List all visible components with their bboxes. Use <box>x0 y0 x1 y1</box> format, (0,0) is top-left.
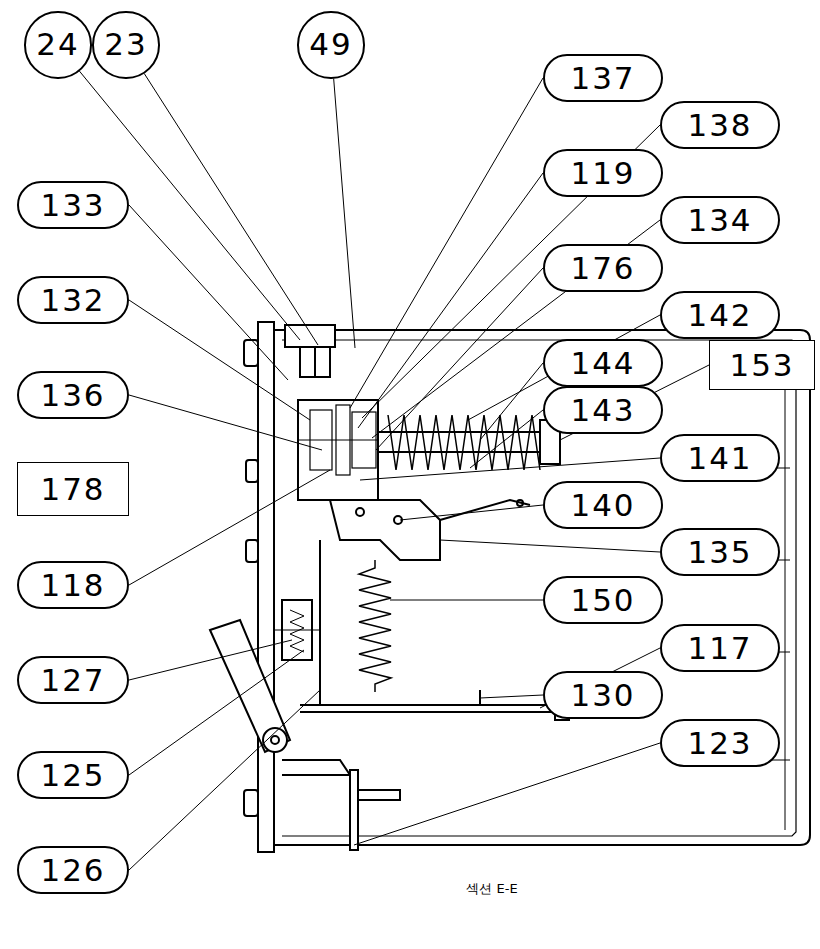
callout-number: 118 <box>17 561 129 609</box>
callout-number-text: 136 <box>40 380 105 411</box>
callout-number-text: 134 <box>687 205 752 236</box>
callout-number-text: 140 <box>570 490 635 521</box>
callout-number-text: 143 <box>570 395 635 426</box>
callout-number-text: 138 <box>687 110 752 141</box>
leader-line <box>360 458 660 480</box>
callout-number-text: 135 <box>687 537 752 568</box>
callout-number: 119 <box>543 149 663 197</box>
leader-line <box>400 505 543 520</box>
callout-number-text: 117 <box>687 633 752 664</box>
leader-line <box>470 410 543 468</box>
callout-number: 126 <box>17 846 129 894</box>
callout-number-text: 130 <box>570 680 635 711</box>
callout-number: 138 <box>660 101 780 149</box>
callout-number-text: 49 <box>309 29 352 60</box>
callout-number-text: 24 <box>36 29 79 60</box>
leader-line <box>129 300 310 420</box>
callout-box: 153 <box>709 340 815 390</box>
callout-number: 140 <box>543 481 663 529</box>
callout-number-text: 141 <box>687 443 752 474</box>
callout-number-text: 137 <box>570 63 635 94</box>
leader-line <box>390 600 543 601</box>
callout-number: 136 <box>17 371 129 419</box>
callout-number: 117 <box>660 624 780 672</box>
callout-number-text: 119 <box>570 158 635 189</box>
leader-line <box>129 470 330 585</box>
callout-number: 134 <box>660 196 780 244</box>
leader-lines <box>79 71 709 870</box>
leader-line <box>144 73 318 345</box>
callout-number: 23 <box>92 11 159 78</box>
callout-number-text: 127 <box>40 665 105 696</box>
leader-line <box>129 690 320 870</box>
callout-number-text: 123 <box>687 728 752 759</box>
callout-number: 130 <box>543 671 663 719</box>
callout-number-text: 126 <box>40 855 105 886</box>
callout-number: 143 <box>543 386 663 434</box>
leader-line <box>376 268 543 450</box>
callout-number-text: 142 <box>687 300 752 331</box>
section-caption: 섹션 E-E <box>464 880 519 898</box>
callout-number-text: 125 <box>40 760 105 791</box>
callout-box: 178 <box>17 462 129 516</box>
callout-number-text: 132 <box>40 285 105 316</box>
callout-number: 49 <box>297 11 364 78</box>
callout-number: 150 <box>543 576 663 624</box>
callout-number: 132 <box>17 276 129 324</box>
callout-number: 137 <box>543 54 663 102</box>
callout-number: 141 <box>660 434 780 482</box>
callout-number: 127 <box>17 656 129 704</box>
leader-line <box>480 695 543 698</box>
callout-number-text: 144 <box>570 348 635 379</box>
callout-number: 135 <box>660 528 780 576</box>
callout-number: 123 <box>660 719 780 767</box>
callout-number-text: 178 <box>40 474 105 505</box>
callout-number: 176 <box>543 244 663 292</box>
leader-line <box>358 173 543 428</box>
leader-line <box>350 78 543 408</box>
callout-number: 144 <box>543 339 663 387</box>
housing <box>210 322 810 852</box>
leader-line <box>354 743 660 845</box>
leader-line <box>372 220 660 438</box>
leader-line <box>129 650 304 775</box>
leader-line <box>362 125 660 418</box>
callout-number-text: 118 <box>40 570 105 601</box>
callout-number-text: 23 <box>104 29 147 60</box>
callout-number-text: 150 <box>570 585 635 616</box>
callout-number-text: 176 <box>570 253 635 284</box>
leader-line <box>440 540 660 552</box>
leader-line <box>334 79 355 348</box>
leader-line <box>129 205 288 380</box>
leader-line <box>129 395 322 450</box>
leader-line <box>480 363 543 440</box>
callout-number: 24 <box>24 11 91 78</box>
callout-number: 125 <box>17 751 129 799</box>
leader-line <box>129 640 292 680</box>
callout-number: 133 <box>17 181 129 229</box>
callout-number: 142 <box>660 291 780 339</box>
callout-number-text: 153 <box>729 350 794 381</box>
callout-number-text: 133 <box>40 190 105 221</box>
